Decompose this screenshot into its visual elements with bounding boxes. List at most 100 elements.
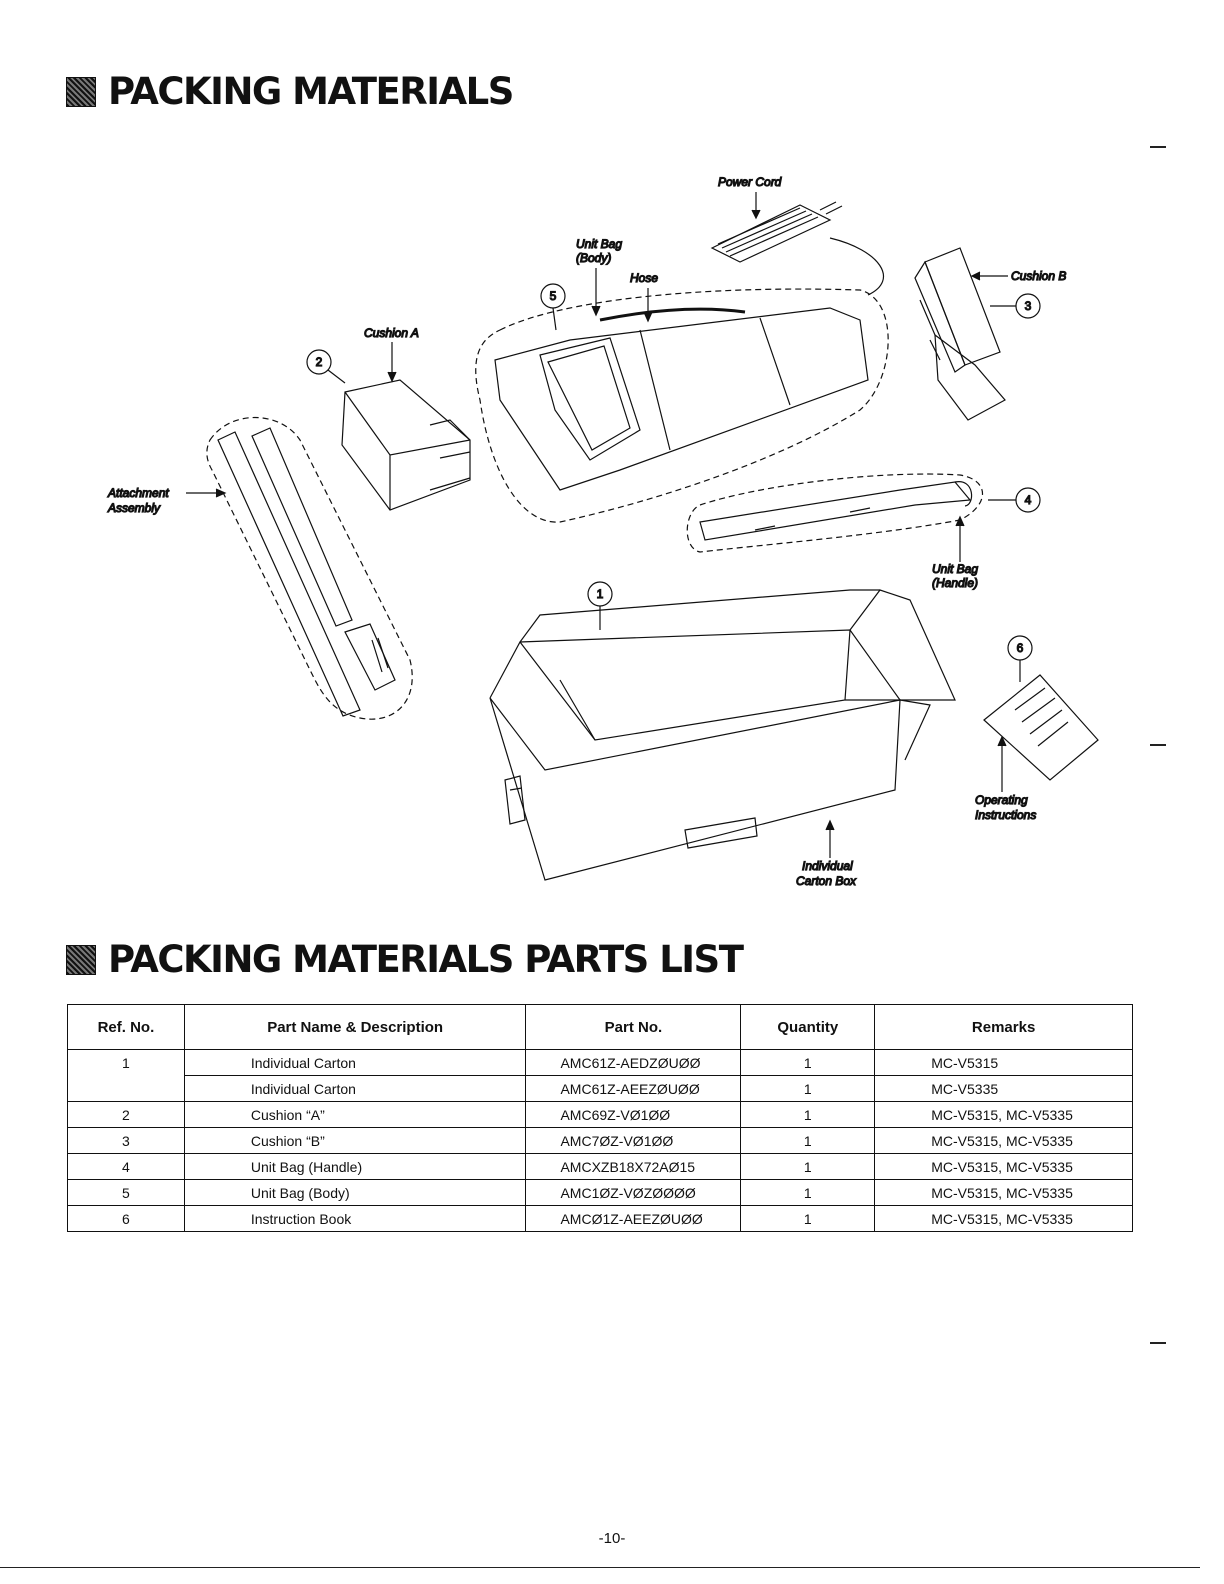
cell-part-name: Cushion “B” (183, 1127, 527, 1154)
table-header-row: Ref. No. Part Name & Description Part No… (67, 1004, 1133, 1050)
heading-bullet-icon (66, 76, 96, 107)
callout-3: 3 (1025, 299, 1032, 313)
label-attachment-line2: Assembly (107, 501, 161, 515)
header-part-no: Part No. (525, 1004, 742, 1050)
callout-5-leader (552, 307, 557, 331)
header-quantity: Quantity (740, 1004, 876, 1050)
power-cord-illustration (710, 201, 885, 296)
cell-part-name: Instruction Book (183, 1205, 527, 1232)
arrowhead-cushion-a (387, 371, 397, 383)
parts-list-table: Ref. No. Part Name & Description Part No… (67, 1004, 1133, 1232)
cell-remarks: MC-V5335 (874, 1075, 1133, 1102)
callout-2: 2 (316, 355, 323, 369)
table-row: 3 Cushion “B” AMC7ØZ-VØ1ØØ 1 MC-V5315, M… (67, 1127, 1133, 1154)
table-row: 4 Unit Bag (Handle) AMCXZB18X72AØ15 1 MC… (67, 1153, 1133, 1180)
section-heading-text: PACKING MATERIALS PARTS LIST (108, 938, 744, 981)
label-operating-line2: Instructions (975, 808, 1036, 822)
header-ref-no: Ref. No. (67, 1004, 185, 1050)
label-operating-line1: Operating (975, 793, 1028, 807)
label-power-cord: Power Cord (718, 175, 782, 189)
cell-ref: 2 (67, 1101, 185, 1128)
section-heading-text: PACKING MATERIALS (108, 70, 514, 113)
callout-2-leader (327, 369, 346, 384)
section-heading-packing-materials: PACKING MATERIALS (66, 70, 514, 113)
callout-2-circle (306, 349, 332, 375)
edge-mark (1150, 146, 1166, 148)
page-number: -10- (598, 1530, 626, 1547)
unit-bag-handle-outline (686, 473, 984, 553)
table-row: 5 Unit Bag (Body) AMC1ØZ-VØZØØØØ 1 MC-V5… (67, 1179, 1133, 1206)
cell-quantity: 1 (740, 1153, 876, 1180)
table-row: 2 Cushion “A” AMC69Z-VØ1ØØ 1 MC-V5315, M… (67, 1101, 1133, 1128)
cell-ref (67, 1075, 185, 1102)
cell-remarks: MC-V5315 (874, 1049, 1133, 1076)
cell-remarks: MC-V5315, MC-V5335 (874, 1179, 1133, 1206)
cell-remarks: MC-V5315, MC-V5335 (874, 1205, 1133, 1232)
cell-quantity: 1 (740, 1049, 876, 1076)
cell-ref: 6 (67, 1205, 185, 1232)
cell-ref: 3 (67, 1127, 185, 1154)
carton-box-illustration (489, 589, 956, 881)
table-row: 6 Instruction Book AMCØ1Z-AEEZØUØØ 1 MC-… (67, 1205, 1133, 1232)
cell-quantity: 1 (740, 1101, 876, 1128)
cell-ref: 4 (67, 1153, 185, 1180)
table-row: Individual Carton AMC61Z-AEEZØUØØ 1 MC-V… (67, 1075, 1133, 1102)
label-hose: Hose (630, 271, 658, 285)
cell-part-name: Cushion “A” (183, 1101, 527, 1128)
arrowhead-unit-bag-handle (955, 515, 965, 527)
cell-part-name: Unit Bag (Handle) (183, 1153, 527, 1180)
cell-ref: 1 (67, 1049, 185, 1076)
arrowhead-carton (825, 819, 835, 831)
cell-remarks: MC-V5315, MC-V5335 (874, 1153, 1133, 1180)
cell-quantity: 1 (740, 1075, 876, 1102)
label-cushion-b: Cushion B (1011, 269, 1066, 283)
cell-part-no: AMC1ØZ-VØZØØØØ (525, 1179, 742, 1206)
arrowhead-attachment (215, 488, 227, 498)
arrowhead-power-cord (751, 209, 761, 220)
edge-mark (1150, 1342, 1166, 1344)
heading-bullet-icon (66, 944, 96, 975)
cell-part-name: Unit Bag (Body) (183, 1179, 527, 1206)
arrowhead-operating-instructions (997, 735, 1007, 747)
callout-1: 1 (597, 587, 604, 601)
instruction-book-illustration (983, 674, 1099, 781)
label-unit-bag-body-line1: Unit Bag (576, 237, 622, 251)
label-unit-bag-handle-line2: (Handle) (932, 576, 978, 590)
cell-quantity: 1 (740, 1179, 876, 1206)
cell-part-no: AMC61Z-AEDZØUØØ (525, 1049, 742, 1076)
cell-remarks: MC-V5315, MC-V5335 (874, 1127, 1133, 1154)
packing-materials-diagram: Power Cord Unit Bag (Body) Hose 5 Cushio… (106, 174, 1099, 889)
cell-quantity: 1 (740, 1127, 876, 1154)
cell-part-name: Individual Carton (183, 1075, 527, 1102)
attachment-bag-outline (206, 416, 413, 720)
label-cushion-a: Cushion A (364, 326, 419, 340)
label-carton-line2: Carton Box (796, 874, 857, 888)
arrowhead-cushion-b (970, 271, 981, 281)
cell-part-no: AMC69Z-VØ1ØØ (525, 1101, 742, 1128)
cell-part-no: AMCXZB18X72AØ15 (525, 1153, 742, 1180)
edge-mark (1150, 744, 1166, 746)
cell-quantity: 1 (740, 1205, 876, 1232)
section-heading-parts-list: PACKING MATERIALS PARTS LIST (66, 938, 744, 981)
arrowhead-hose (643, 311, 653, 323)
header-remarks: Remarks (874, 1004, 1133, 1050)
cell-part-no: AMC61Z-AEEZØUØØ (525, 1075, 742, 1102)
callout-6: 6 (1017, 641, 1024, 655)
label-unit-bag-body-line2: (Body) (576, 251, 611, 265)
label-unit-bag-handle-line1: Unit Bag (932, 562, 978, 576)
unit-bag-body-outline (475, 288, 889, 523)
cell-part-name: Individual Carton (183, 1049, 527, 1076)
callout-4: 4 (1025, 493, 1032, 507)
header-part-name: Part Name & Description (183, 1004, 527, 1050)
cell-ref: 5 (67, 1179, 185, 1206)
arrowhead-unit-bag-body (591, 305, 601, 317)
cell-part-no: AMCØ1Z-AEEZØUØØ (525, 1205, 742, 1232)
vacuum-body-illustration (494, 307, 869, 491)
attachment-assembly-illustration (217, 427, 396, 717)
label-attachment-line1: Attachment (107, 486, 169, 500)
cell-remarks: MC-V5315, MC-V5335 (874, 1101, 1133, 1128)
handle-illustration (699, 481, 973, 541)
bottom-rule (0, 1567, 1200, 1568)
table-row: 1 Individual Carton AMC61Z-AEDZØUØØ 1 MC… (67, 1049, 1133, 1076)
cushion-a-illustration (341, 379, 471, 511)
